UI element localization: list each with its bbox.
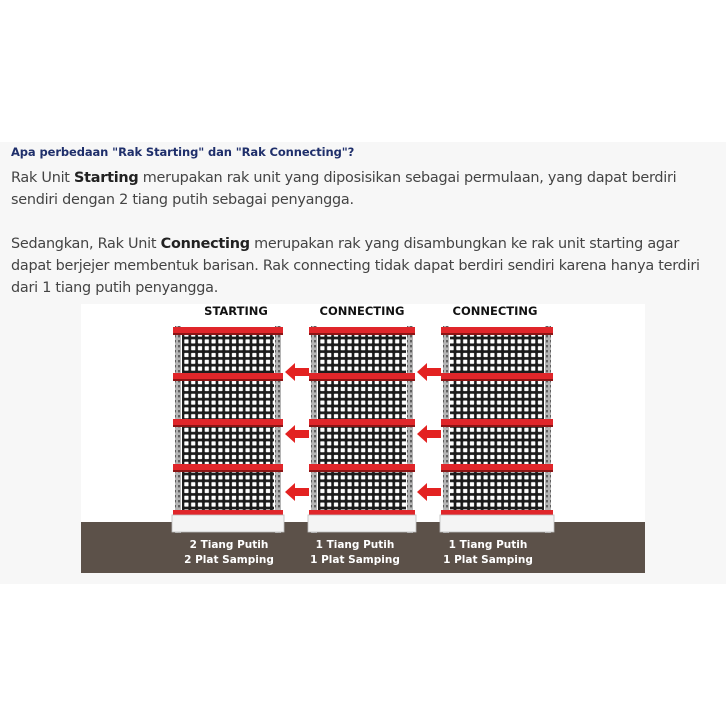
rack-unit [307,326,417,533]
rack-post [311,326,317,533]
shelf [309,419,415,425]
rack-unit [171,326,285,533]
post-count-label: 1 Tiang Putih [316,539,395,551]
shelf [309,327,415,333]
p2-text: Sedangkan, Rak Unit [11,236,161,252]
shelf-edge [441,425,553,427]
shelf [173,464,283,470]
shelf [441,373,553,379]
base-kickplate [307,514,417,533]
rack-title: STARTING [204,304,268,318]
left-arrow-icon [417,425,441,443]
floor [81,522,645,573]
left-arrow-icon [285,425,309,443]
left-arrow-icon [285,363,309,381]
shelf-edge [173,333,283,335]
p2-text-rest: merupakan rak yang disambungkan ke rak u… [11,236,700,296]
rack-post [443,326,449,533]
rack-post [407,326,413,533]
shelf [173,327,283,333]
p2-strong: Connecting [160,236,250,252]
paragraph-starting: Rak Unit Starting merupakan rak unit yan… [11,167,716,211]
shelf-edge [173,470,283,472]
shelf-edge [441,333,553,335]
shelf-edge [173,379,283,381]
shelf-edge [441,470,553,472]
shelf [309,464,415,470]
base-kickplate [439,514,555,533]
faq-question: Apa perbedaan "Rak Starting" dan "Rak Co… [11,145,355,159]
shelf-edge [309,379,415,381]
rack-post [175,326,181,533]
post-count-label: 1 Tiang Putih [449,539,528,551]
shelf-edge [309,470,415,472]
left-arrow-icon [285,483,309,501]
p1-text: Rak Unit [11,170,75,186]
shelf [441,419,553,425]
left-arrow-icon [417,483,441,501]
rack-post [275,326,281,533]
post-count-label: 2 Tiang Putih [190,539,269,551]
base-shelf [173,510,283,515]
rack-illustration: STARTING 2 Tiang Putih 2 Plat Samping CONNE… [81,304,645,573]
shelf [309,373,415,379]
shelf-edge [173,425,283,427]
rack-post [545,326,551,533]
side-plate-label: 1 Plat Samping [443,554,533,566]
rack-comparison-figure: STARTING 2 Tiang Putih 2 Plat Samping CONNE… [81,304,645,573]
shelf [441,327,553,333]
left-arrow-icon [417,363,441,381]
rack-title: CONNECTING [320,304,405,318]
base-shelf [441,510,553,515]
shelf [441,464,553,470]
base-shelf [309,510,415,515]
p1-text-rest: merupakan rak unit yang diposisikan seba… [11,170,677,208]
rack-title: CONNECTING [453,304,538,318]
shelf-edge [309,333,415,335]
side-plate-label: 2 Plat Samping [184,554,274,566]
paragraph-connecting: Sedangkan, Rak Unit Connecting merupakan… [11,233,716,299]
shelf [173,419,283,425]
shelf [173,373,283,379]
p1-strong: Starting [74,170,139,186]
side-plate-label: 1 Plat Samping [310,554,400,566]
rack-unit [439,326,555,533]
base-kickplate [171,514,285,533]
shelf-edge [309,425,415,427]
shelf-edge [441,379,553,381]
